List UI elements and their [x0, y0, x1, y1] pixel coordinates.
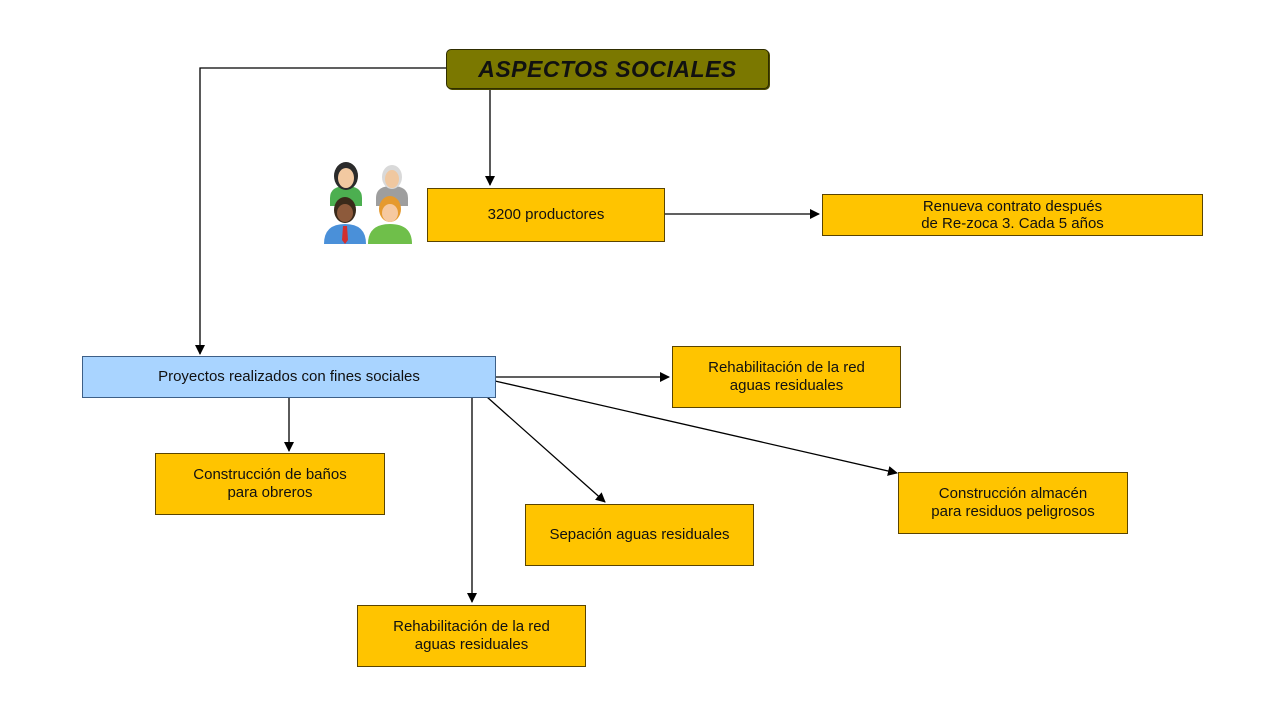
edge-title-to-projects: [195, 67, 446, 355]
person-older-man-icon: [376, 165, 408, 206]
almacen-box: Construcción almacén para residuos pelig…: [898, 472, 1128, 534]
people-group-icon: [324, 162, 412, 244]
sepacion-box: Sepación aguas residuales: [525, 504, 754, 566]
edge-projects-to-almacen: [494, 380, 898, 476]
proyectos-box: Proyectos realizados con fines sociales: [82, 356, 496, 398]
person-man-icon: [368, 196, 412, 244]
rehab-red-bottom-box: Rehabilitación de la red aguas residuale…: [357, 605, 586, 667]
person-man-tie-icon: [324, 197, 366, 244]
renueva-box: Renueva contrato después de Re-zoca 3. C…: [822, 194, 1203, 236]
edge-projects-to-sepacion: [486, 396, 606, 503]
title-box: ASPECTOS SOCIALES: [446, 49, 769, 89]
banos-box: Construcción de baños para obreros: [155, 453, 385, 515]
rehab-red-top-box: Rehabilitación de la red aguas residuale…: [672, 346, 901, 408]
productores-box: 3200 productores: [427, 188, 665, 242]
